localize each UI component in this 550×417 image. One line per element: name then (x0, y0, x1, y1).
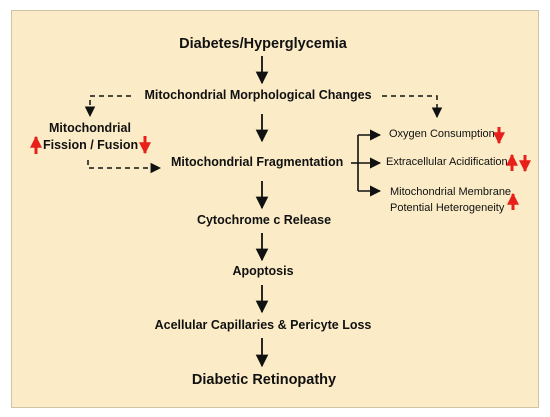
diagram-canvas (11, 10, 539, 408)
node-apoptosis: Apoptosis (232, 264, 294, 278)
node-fission-fusion: Mitochondrial Fission / Fusion (43, 120, 139, 154)
node-cytochrome-release: Cytochrome c Release (196, 213, 332, 227)
node-diabetic-retinopathy: Diabetic Retinopathy (191, 372, 337, 388)
effect-oxygen-consumption: Oxygen Consumption (389, 128, 495, 140)
dashed-arrow-morph-to-fission (84, 95, 131, 118)
node-diabetes: Diabetes/Hyperglycemia (179, 36, 347, 52)
node-morphological-changes: Mitochondrial Morphological Changes (144, 88, 372, 102)
node-capillaries-pericyte-loss: Acellular Capillaries & Pericyte Loss (154, 318, 372, 332)
fission-label-line2: Fission / Fusion (43, 138, 139, 152)
effect-extracellular-acidification: Extracellular Acidification (386, 156, 508, 168)
membrane-label-line2: Potential Heterogeneity (390, 202, 505, 214)
effect-membrane-potential: Mitochondrial Membrane Potential Heterog… (390, 184, 511, 216)
membrane-label-line1: Mitochondrial Membrane (390, 186, 512, 198)
fission-label-line1: Mitochondrial (49, 121, 131, 135)
dashed-arrow-fission-to-fragmentation (87, 160, 162, 174)
node-fragmentation: Mitochondrial Fragmentation (171, 155, 344, 169)
dashed-arrow-morph-to-effects (382, 95, 443, 119)
